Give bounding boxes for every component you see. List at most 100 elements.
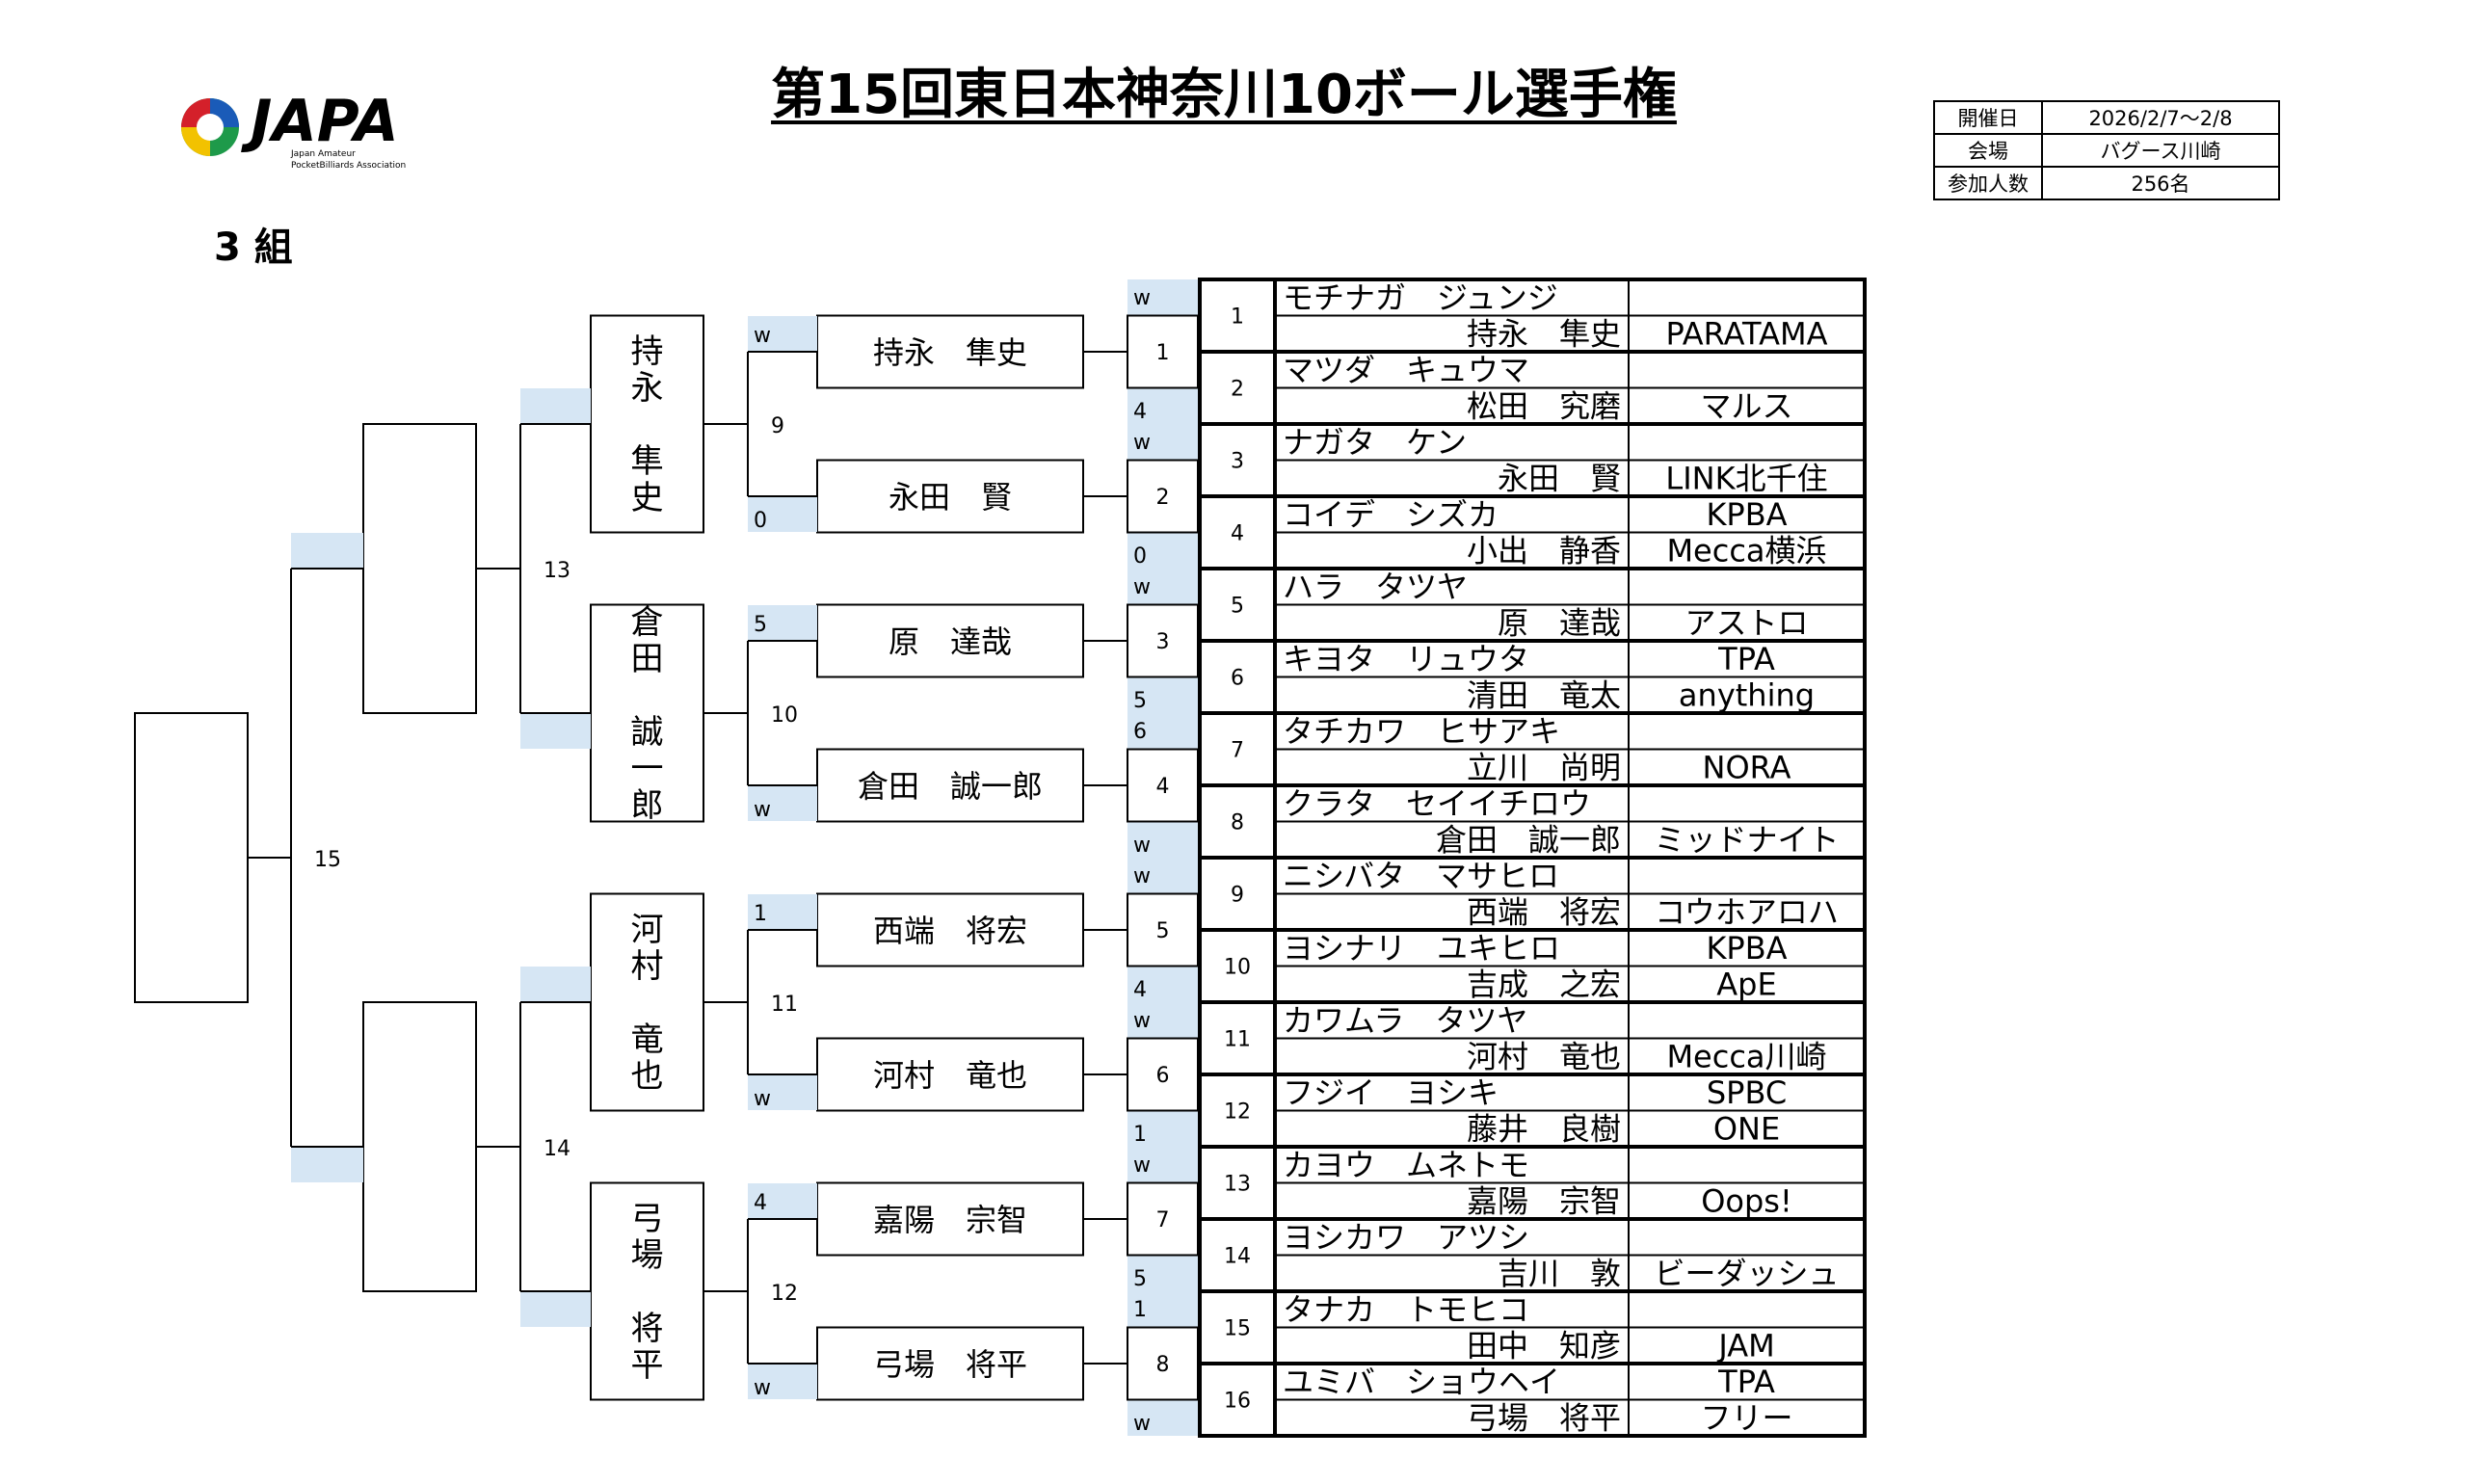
round2-highlight-bottom xyxy=(748,1364,817,1399)
seed-number: 2 xyxy=(1231,378,1244,402)
japa-logo: JAPA Japan Amateur PocketBilliards Assoc… xyxy=(181,88,406,171)
seed-kana: ニシバタ マサヒロ xyxy=(1283,858,1559,894)
seed-club: ミッドナイト xyxy=(1654,822,1839,859)
seed-name: 吉川 敦 xyxy=(1498,1256,1621,1292)
logo-sub1: Japan Amateur xyxy=(290,149,356,159)
round3-player-char: 竜 xyxy=(631,1020,664,1059)
round1-score: w xyxy=(1133,575,1151,599)
seed-club-top-cell xyxy=(1628,857,1866,895)
round2-score: w xyxy=(754,324,771,348)
round2-player-box xyxy=(816,314,1084,389)
seed-name: 倉田 誠一郎 xyxy=(1436,822,1621,859)
round3-player-box xyxy=(590,603,704,823)
round3-player-char: 田 xyxy=(631,640,664,678)
round1-score: 4 xyxy=(1133,978,1147,1002)
seed-club: anything xyxy=(1679,677,1815,714)
seed-number: 11 xyxy=(1224,1028,1251,1052)
seed-number: 8 xyxy=(1231,811,1244,835)
seed-kana: カワムラ タツヤ xyxy=(1283,1002,1527,1039)
seed-name-cell xyxy=(1274,748,1630,786)
info-value: 256名 xyxy=(2041,166,2280,200)
info-row-participants: 参加人数 256名 xyxy=(1933,166,2280,200)
seed-club-cell xyxy=(1628,314,1866,353)
seed-name: 吉成 之宏 xyxy=(1467,967,1621,1003)
seed-kana: カヨウ ムネトモ xyxy=(1283,1147,1529,1183)
seed-kana: コイデ シズカ xyxy=(1283,496,1499,533)
round1-score: 1 xyxy=(1133,1298,1147,1322)
seed-number-cell xyxy=(1199,1363,1276,1437)
round1-score: w xyxy=(1133,864,1151,888)
round2-score: w xyxy=(754,1376,771,1400)
round1-match-box xyxy=(1127,1181,1199,1257)
round2-highlight-bottom xyxy=(748,785,817,821)
round1-score: w xyxy=(1133,1009,1151,1033)
seed-club-top: KPBA xyxy=(1706,496,1787,533)
seed-kana: キヨタ リュウタ xyxy=(1283,641,1529,677)
seed-name: 田中 知彦 xyxy=(1467,1328,1621,1365)
seed-club-top: TPA xyxy=(1717,1364,1775,1400)
round2-score: 5 xyxy=(754,613,767,637)
round3-player-char: 将 xyxy=(631,1310,664,1348)
seed-club-top: TPA xyxy=(1717,641,1775,677)
seed-club: コウホアロハ xyxy=(1655,894,1839,931)
round4-player-box xyxy=(362,423,477,714)
round1-match-number: 5 xyxy=(1156,919,1170,943)
seed-club-cell xyxy=(1628,1254,1866,1292)
round3-player-char: 村 xyxy=(631,947,664,986)
round4-highlight-top xyxy=(291,533,363,569)
final-winner-box xyxy=(134,712,249,1003)
round2-player-box xyxy=(816,1181,1084,1257)
round3-player-char: 平 xyxy=(631,1346,664,1385)
seed-name: 西端 将宏 xyxy=(1467,894,1621,931)
seed-club-top-cell xyxy=(1628,278,1866,317)
seed-club-cell xyxy=(1628,603,1866,642)
round2-match-number: 9 xyxy=(771,414,784,438)
seed-club-cell xyxy=(1628,820,1866,859)
seed-name: 嘉陽 宗智 xyxy=(1467,1183,1621,1220)
round4-player-box xyxy=(362,1001,477,1292)
seed-number: 4 xyxy=(1231,522,1244,546)
round2-player-name: 西端 将宏 xyxy=(873,913,1027,949)
seed-club-top-cell xyxy=(1628,1001,1866,1040)
seed-name: 河村 竜也 xyxy=(1467,1039,1621,1075)
seed-name-cell xyxy=(1274,1037,1630,1075)
round1-score: 5 xyxy=(1133,1267,1147,1291)
round2-score: 0 xyxy=(754,509,767,533)
seed-club: ONE xyxy=(1713,1111,1780,1148)
seed-number: 6 xyxy=(1231,667,1244,691)
info-value: 2026/2/7〜2/8 xyxy=(2041,100,2280,135)
round3-player-char: 誠 xyxy=(631,713,664,752)
round3-player-char: 弓 xyxy=(631,1200,664,1238)
seed-number: 12 xyxy=(1224,1100,1251,1125)
seed-number: 15 xyxy=(1224,1317,1251,1341)
round2-highlight-top xyxy=(748,1183,817,1219)
round1-match-number: 6 xyxy=(1156,1064,1170,1088)
info-value: バグース川崎 xyxy=(2041,133,2280,168)
round2-player-name: 持永 隼史 xyxy=(873,334,1027,371)
round3-player-char: 史 xyxy=(631,479,664,517)
page-title: 第15回東日本神奈川10ボール選手権 xyxy=(771,64,1677,126)
round2-player-name: 河村 竜也 xyxy=(873,1057,1027,1094)
seed-club-top-cell xyxy=(1628,568,1866,606)
round3-highlight-bottom xyxy=(520,713,591,749)
seed-kana-cell xyxy=(1274,1001,1630,1040)
seed-club: アストロ xyxy=(1684,605,1808,642)
seed-club-top-cell xyxy=(1628,351,1866,389)
round2-score: w xyxy=(754,1087,771,1111)
seed-kana: ヨシカワ アツシ xyxy=(1283,1219,1529,1256)
round2-score: w xyxy=(754,798,771,822)
round3-highlight-top xyxy=(520,388,591,424)
round1-match-box xyxy=(1127,459,1199,534)
seed-name-cell xyxy=(1274,531,1630,570)
round2-player-name: 弓場 将平 xyxy=(873,1346,1027,1383)
round2-player-name: 永田 賢 xyxy=(889,479,1012,516)
seed-club-cell xyxy=(1628,965,1866,1003)
round1-score: w xyxy=(1133,834,1151,858)
round1-match-number: 3 xyxy=(1156,630,1170,654)
seed-number: 3 xyxy=(1231,450,1244,474)
round2-player-name: 倉田 誠一郎 xyxy=(858,768,1043,805)
round4-highlight-bottom xyxy=(291,1147,363,1182)
seed-club: PARATAMA xyxy=(1666,316,1828,353)
seed-club-cell xyxy=(1628,676,1866,714)
round3-player-char: 永 xyxy=(631,369,664,408)
